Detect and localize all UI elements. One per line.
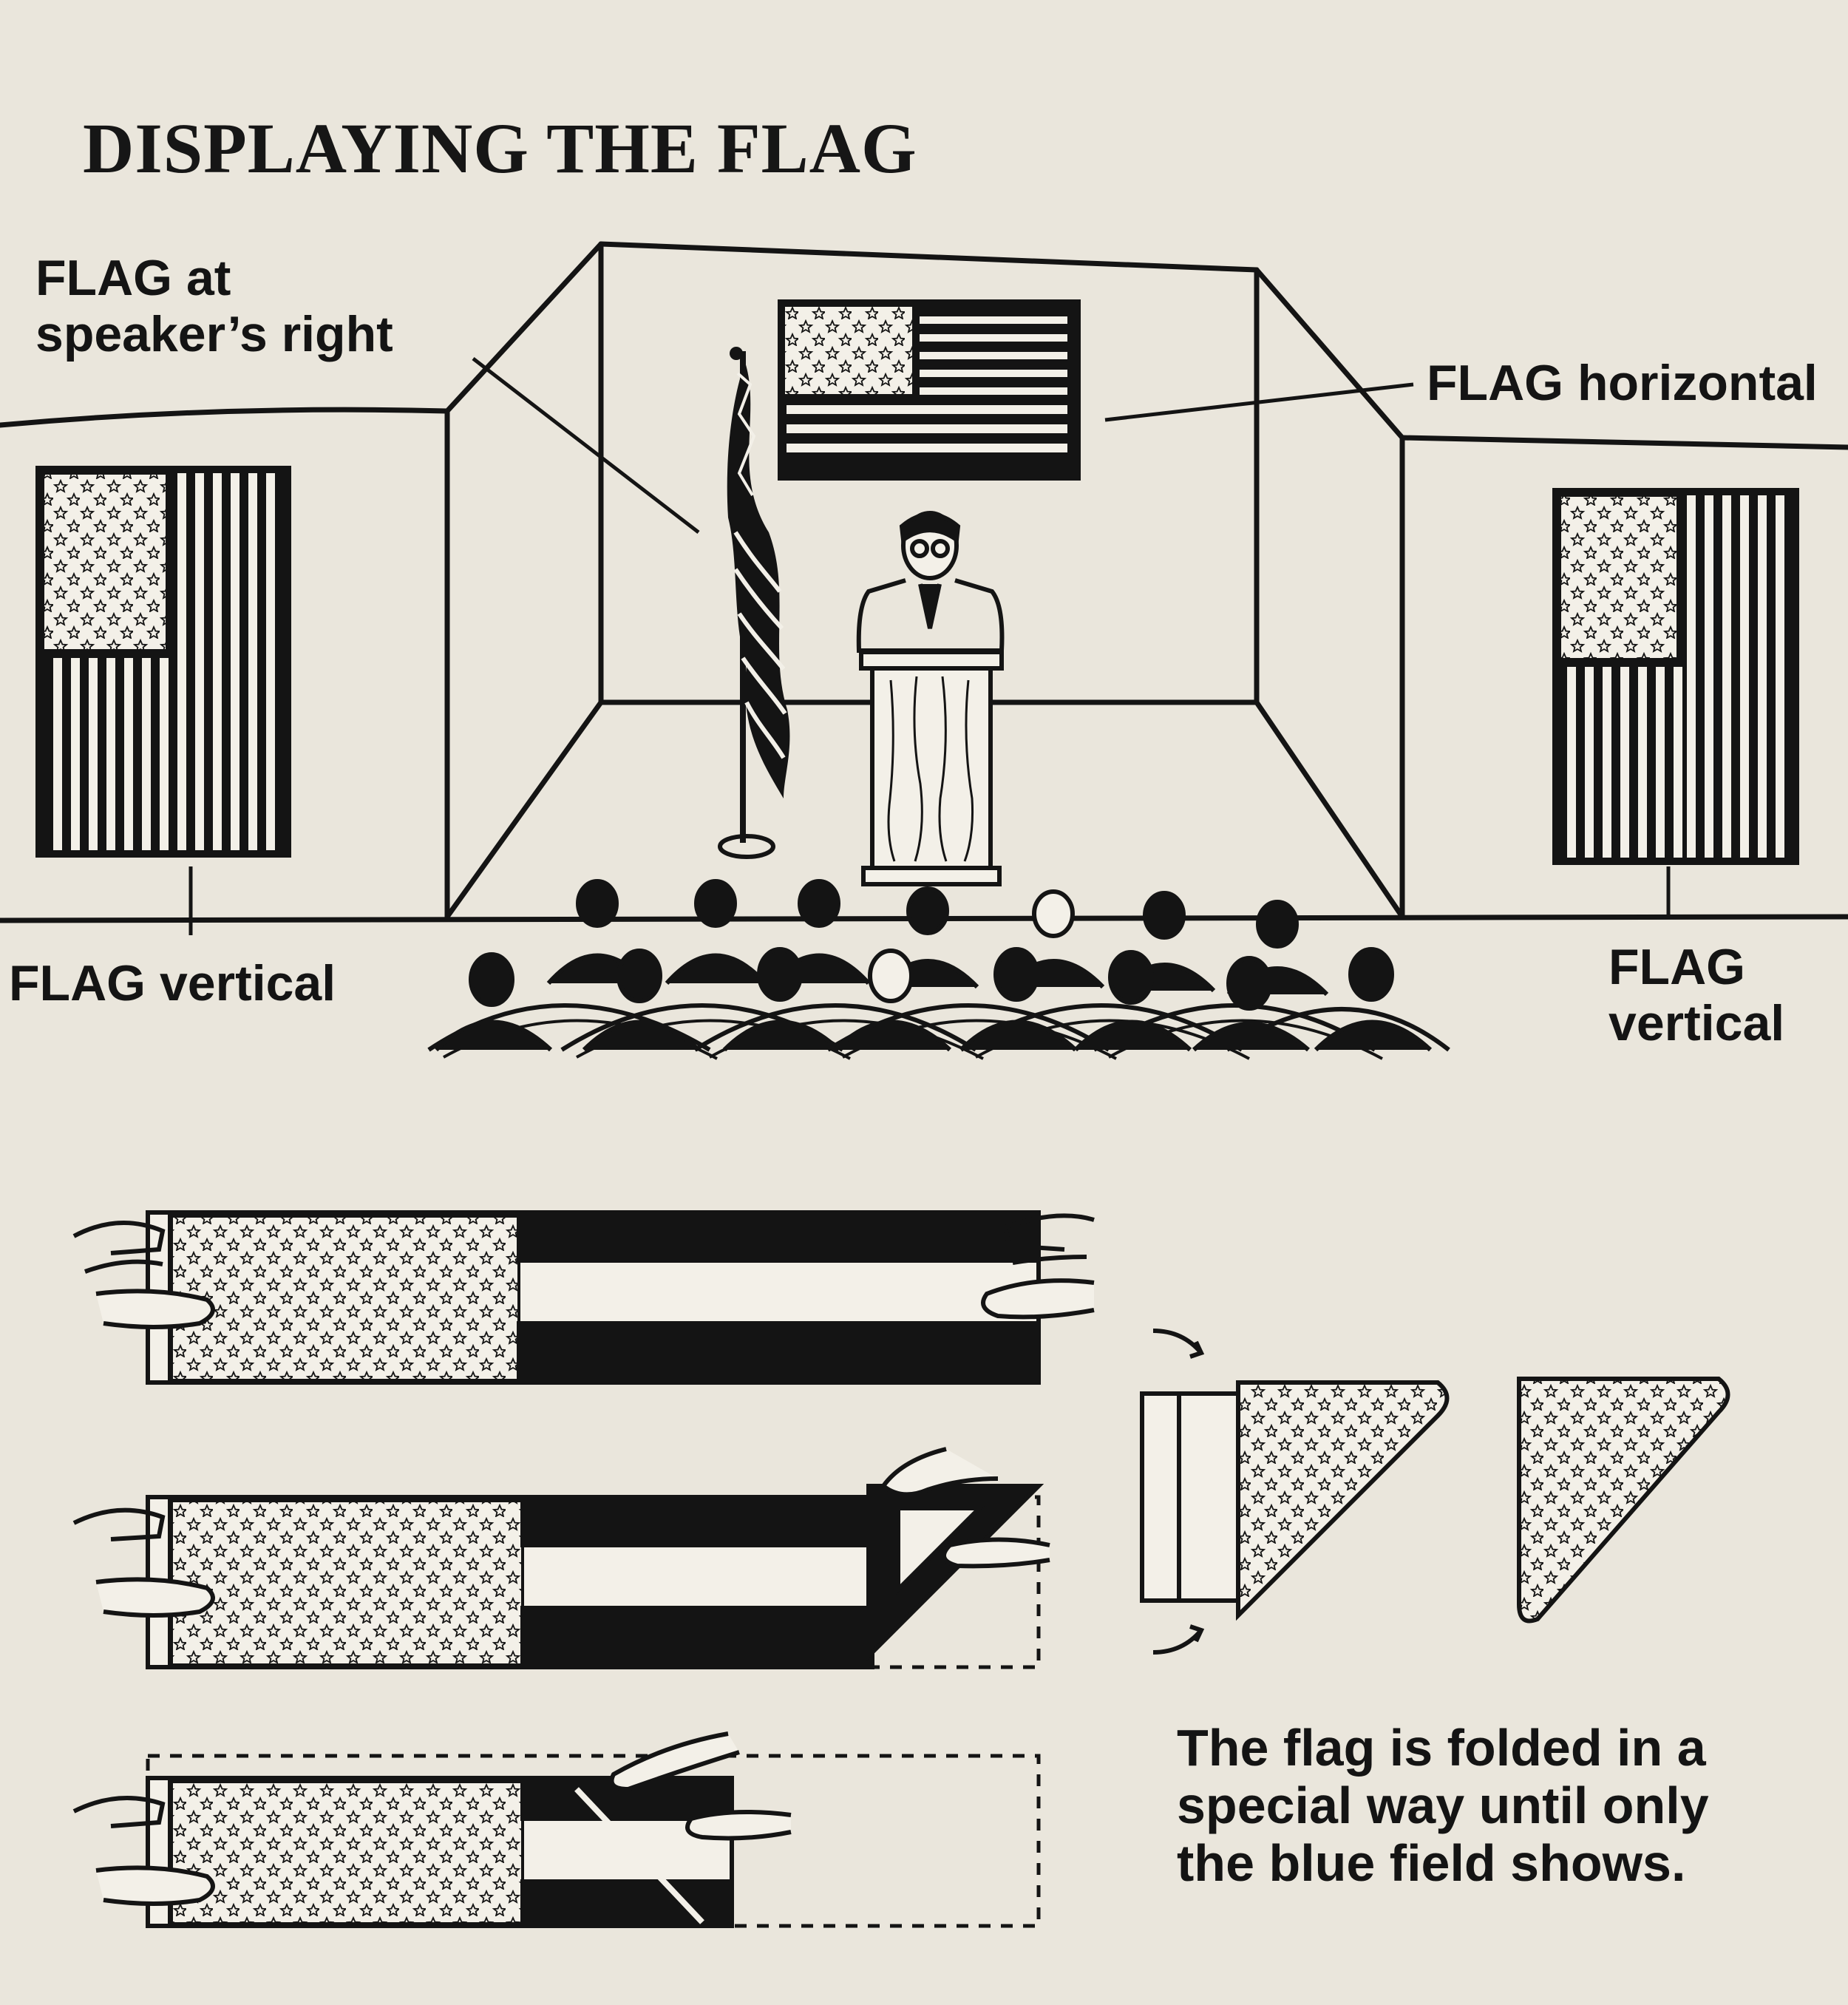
label-flag-horizontal: FLAG horizontal (1427, 355, 1818, 411)
flag-on-pole (472, 347, 790, 859)
label-line: FLAG at (35, 250, 231, 306)
caption-line: the blue field shows. (1177, 1834, 1686, 1892)
speaker (856, 511, 1005, 653)
page-title: DISPLAYING THE FLAG (83, 109, 917, 188)
folding-caption: The flag is folded in a special way unti… (1177, 1719, 1709, 1892)
label-line: vertical (1608, 995, 1785, 1051)
label-flag-vertical-right: FLAG vertical (1608, 939, 1784, 1051)
folded-triangle-1 (1140, 1329, 1450, 1655)
caption-line: The flag is folded in a (1177, 1719, 1706, 1777)
fold-step-1 (72, 1210, 1095, 1385)
fold-step-2 (72, 1447, 1050, 1669)
label-line: speaker’s right (35, 306, 393, 362)
label-line: FLAG (1608, 939, 1746, 995)
podium (859, 650, 1004, 886)
folded-triangle-2 (1517, 1377, 1730, 1624)
label-flag-vertical-left: FLAG vertical (9, 955, 336, 1011)
flag-vertical-left (35, 466, 291, 935)
label-flag-speakers-right: FLAG at speaker’s right (35, 250, 393, 362)
audience (427, 879, 1450, 1060)
fold-step-3 (72, 1731, 1041, 1928)
flag-horizontal (778, 299, 1414, 481)
caption-line: special way until only (1177, 1777, 1709, 1834)
flag-vertical-right (1552, 488, 1799, 917)
